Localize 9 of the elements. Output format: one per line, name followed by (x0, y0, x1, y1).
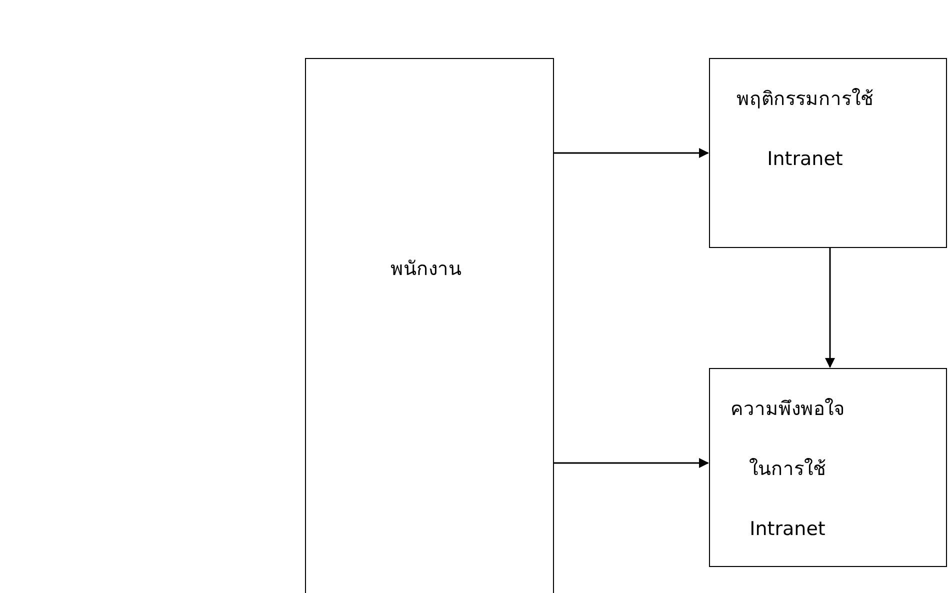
arrow (554, 148, 709, 158)
arrow (554, 458, 709, 468)
box-label: ความพึงพอใจในการใช้ Intranet (730, 397, 846, 542)
process-box (709, 368, 947, 567)
box-label: พนักงาน (390, 257, 462, 282)
process-box (709, 58, 947, 248)
process-box (305, 58, 554, 593)
arrow (825, 248, 835, 368)
box-label: พฤติกรรมการใช้ Intranet (736, 87, 874, 172)
